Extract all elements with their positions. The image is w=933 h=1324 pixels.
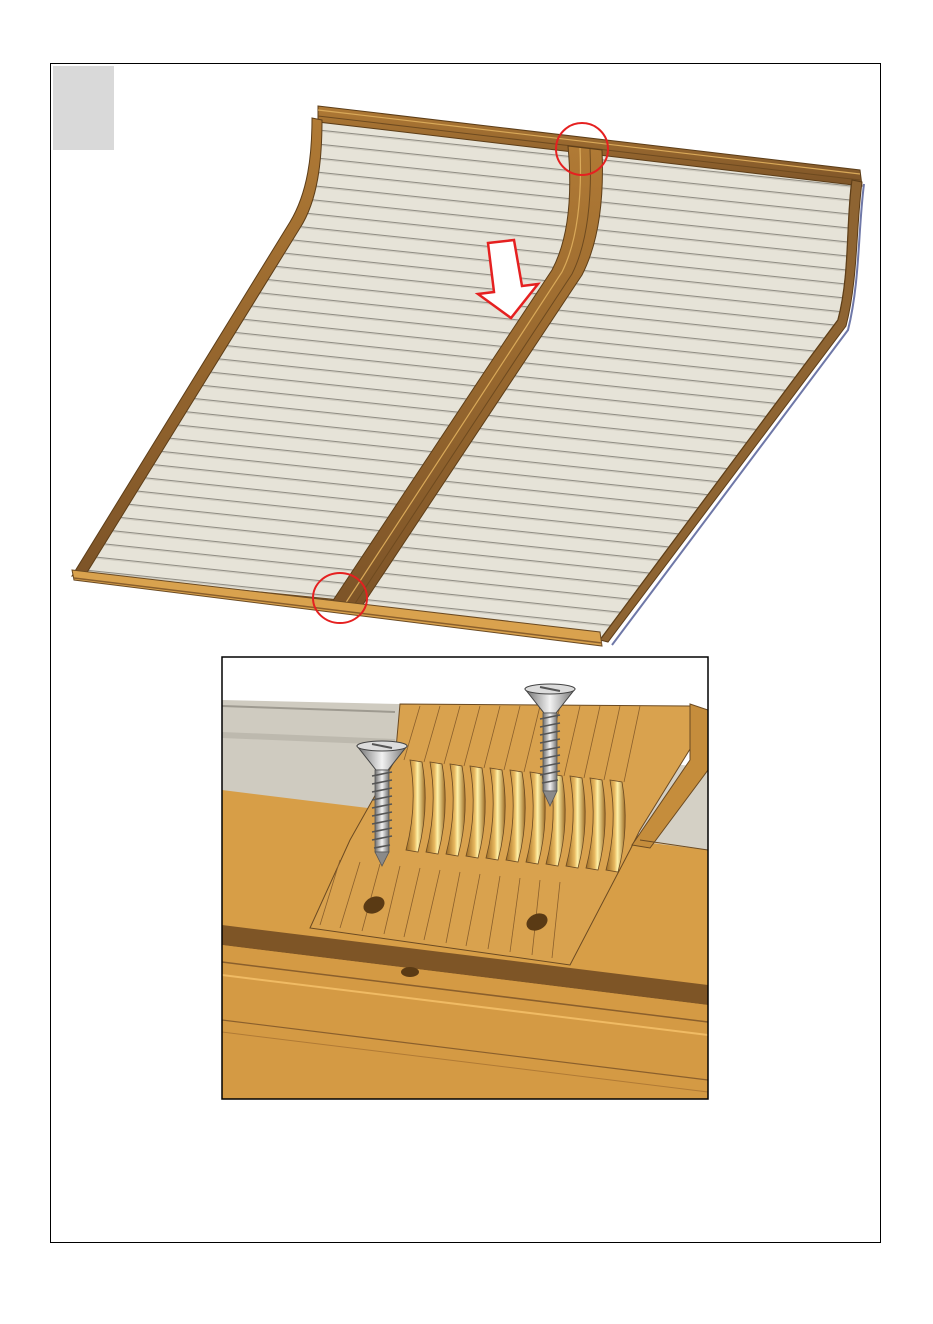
detail-inset [222,657,708,1099]
roof-panel-assembly [72,106,864,646]
